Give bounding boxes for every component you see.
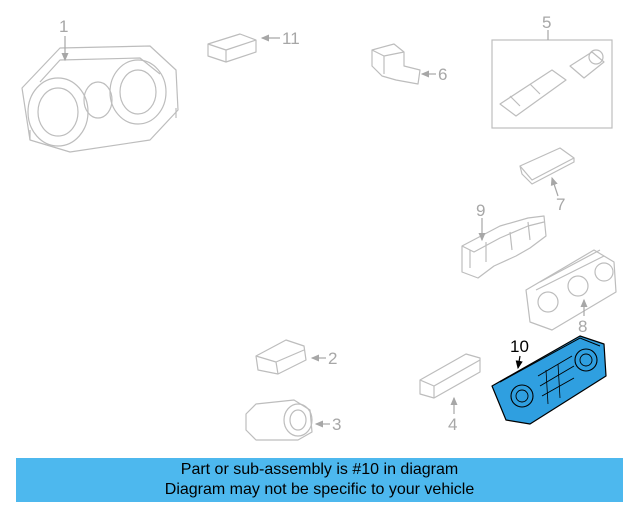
part-5-connector-kit[interactable] bbox=[491, 39, 613, 129]
callout-6: 6 bbox=[438, 65, 447, 84]
callout-1: 1 bbox=[59, 17, 68, 36]
banner-line-2: Diagram may not be specific to your vehi… bbox=[164, 481, 475, 498]
part-8-climate-panel[interactable] bbox=[525, 249, 617, 331]
callout-2: 2 bbox=[328, 349, 337, 368]
leader-10 bbox=[515, 355, 523, 370]
part-10-climate-control-highlighted[interactable] bbox=[491, 335, 607, 425]
part-1-instrument-cluster[interactable] bbox=[21, 45, 179, 153]
banner-line-1: Part or sub-assembly is #10 in diagram bbox=[180, 461, 459, 478]
part-2-bracket[interactable] bbox=[255, 339, 307, 375]
callout-4: 4 bbox=[448, 415, 457, 434]
callout-7: 7 bbox=[556, 195, 565, 214]
part-9-bracket[interactable] bbox=[461, 215, 547, 279]
callout-9: 9 bbox=[476, 201, 485, 220]
callout-11: 11 bbox=[282, 29, 300, 48]
callout-8: 8 bbox=[578, 317, 587, 336]
part-3-knob-switch[interactable] bbox=[245, 399, 313, 441]
callout-10: 10 bbox=[510, 337, 529, 356]
part-11-module[interactable] bbox=[207, 33, 257, 63]
notice-banner: Part or sub-assembly is #10 in diagram D… bbox=[16, 458, 623, 502]
part-7-switch-plate[interactable] bbox=[519, 147, 575, 185]
part-6-switch[interactable] bbox=[371, 43, 421, 85]
callout-5: 5 bbox=[542, 13, 551, 32]
part-4-trim-bar[interactable] bbox=[419, 353, 481, 399]
exploded-parts-diagram: 1 11 6 5 7 bbox=[21, 13, 617, 441]
leader-7 bbox=[550, 176, 559, 197]
callout-3: 3 bbox=[332, 415, 341, 434]
